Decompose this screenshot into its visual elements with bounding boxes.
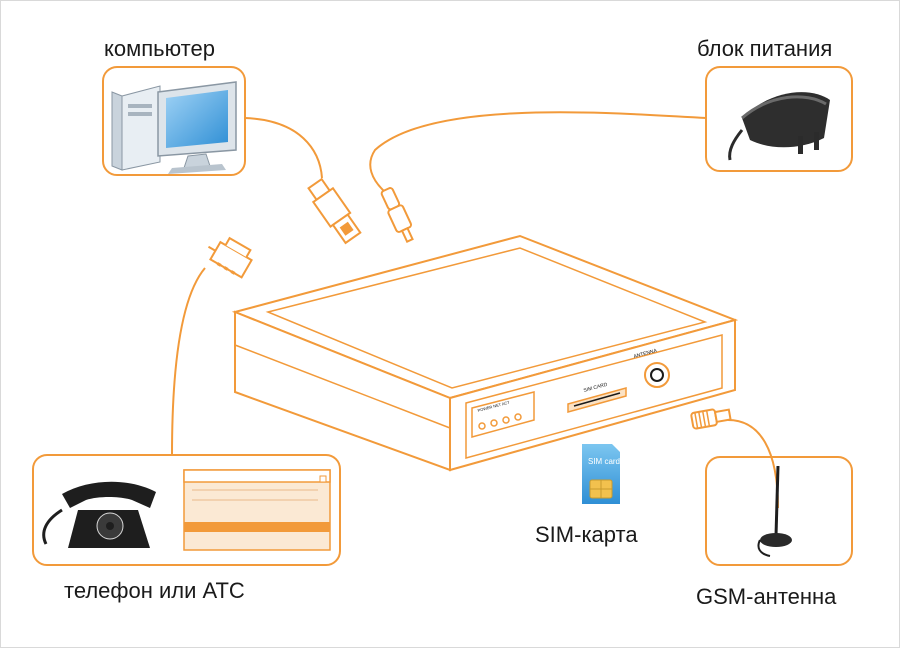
- gsm-gateway-device: [231, 234, 739, 472]
- led-1: [478, 422, 486, 430]
- phone-cable: [171, 267, 206, 456]
- led-2: [490, 419, 498, 427]
- sim-card-icon-label: SIM card: [588, 457, 620, 466]
- power-adapter-icon: [728, 92, 830, 161]
- usb-cable: [244, 117, 323, 179]
- dc-plug-icon: [380, 187, 414, 243]
- phone-or-pbx-label: телефон или АТС: [64, 578, 245, 603]
- rj11-plug-icon: [207, 236, 253, 279]
- antenna-box: [705, 456, 853, 566]
- computer-label: компьютер: [104, 36, 215, 61]
- telephone-icon: [42, 481, 156, 548]
- power-cable: [369, 111, 707, 193]
- usb-plug-icon: [307, 177, 362, 245]
- indicator-panel: POWER NET ACT: [471, 391, 535, 438]
- computer-icon: [111, 81, 237, 174]
- gsm-antenna-label: GSM-антенна: [696, 584, 837, 609]
- power-supply-label: блок питания: [697, 36, 833, 61]
- sim-card-icon: SIM card: [582, 444, 620, 504]
- led-4: [514, 413, 522, 421]
- sim-card-label: SIM-карта: [535, 522, 638, 547]
- antenna-icon: [757, 465, 792, 557]
- pbx-icon: [183, 469, 331, 551]
- sma-plug-icon: [690, 408, 732, 430]
- led-3: [502, 416, 510, 424]
